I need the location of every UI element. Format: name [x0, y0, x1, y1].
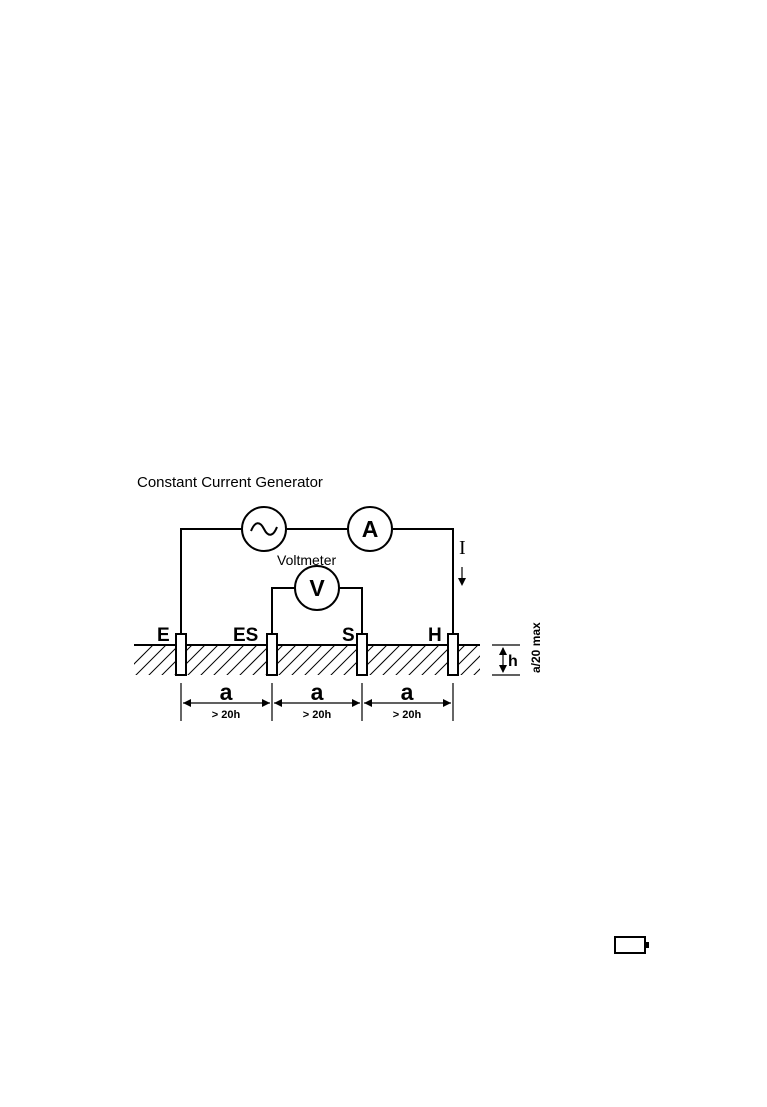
ground-hatch-line	[393, 645, 426, 678]
ground-hatch-line	[211, 645, 244, 678]
probe-es	[267, 634, 277, 675]
ground-hatch-line	[406, 645, 439, 678]
ground-hatch-line	[276, 645, 309, 678]
spacing-condition-2: > 20h	[303, 709, 332, 721]
spacing-condition-1: > 20h	[212, 709, 241, 721]
spacing-condition-3: > 20h	[393, 709, 422, 721]
ground-hatch-line	[458, 645, 491, 678]
spacing-label-2: a	[311, 679, 324, 705]
spacing-label-1: a	[220, 679, 233, 705]
current-direction-arrow-icon	[458, 567, 466, 586]
ammeter-icon: A	[348, 507, 392, 551]
ammeter-symbol: A	[362, 516, 379, 542]
spacing-label-3: a	[401, 679, 414, 705]
ground-hatch-line	[289, 645, 322, 678]
diagram-title: Constant Current Generator	[137, 474, 323, 491]
voltmeter-symbol: V	[309, 575, 325, 601]
battery-icon	[615, 937, 649, 953]
ground-hatch-line	[133, 645, 166, 678]
ground-hatch-line	[380, 645, 413, 678]
probe-e	[176, 634, 186, 675]
probe-s-label: S	[342, 625, 355, 646]
ground-hatch-line	[302, 645, 335, 678]
probe-s	[357, 634, 367, 675]
ground-hatch-line	[367, 645, 400, 678]
probe-h	[448, 634, 458, 675]
current-label: I	[459, 537, 466, 559]
voltmeter-label: Voltmeter	[277, 552, 336, 568]
current-loop-wire-right	[393, 529, 453, 636]
ground-hatch-line	[315, 645, 348, 678]
voltmeter-wire-left	[272, 588, 295, 636]
depth-label: h	[508, 653, 518, 670]
voltmeter-icon: V	[295, 566, 339, 610]
ac-source-icon	[242, 507, 286, 551]
depth-condition: a/20 max	[529, 622, 543, 673]
ground-hatch-line	[224, 645, 257, 678]
probe-h-label: H	[428, 625, 442, 646]
probe-es-label: ES	[233, 625, 258, 646]
probe-e-label: E	[157, 625, 170, 646]
ground-hatch-line	[185, 645, 218, 678]
ground-hatch-line	[198, 645, 231, 678]
current-loop-wire	[181, 529, 242, 636]
ground-hatch-line	[237, 645, 270, 678]
ground-hatch-line	[120, 645, 153, 678]
ground-hatch-line	[471, 645, 504, 678]
ground-hatch-line	[146, 645, 179, 678]
